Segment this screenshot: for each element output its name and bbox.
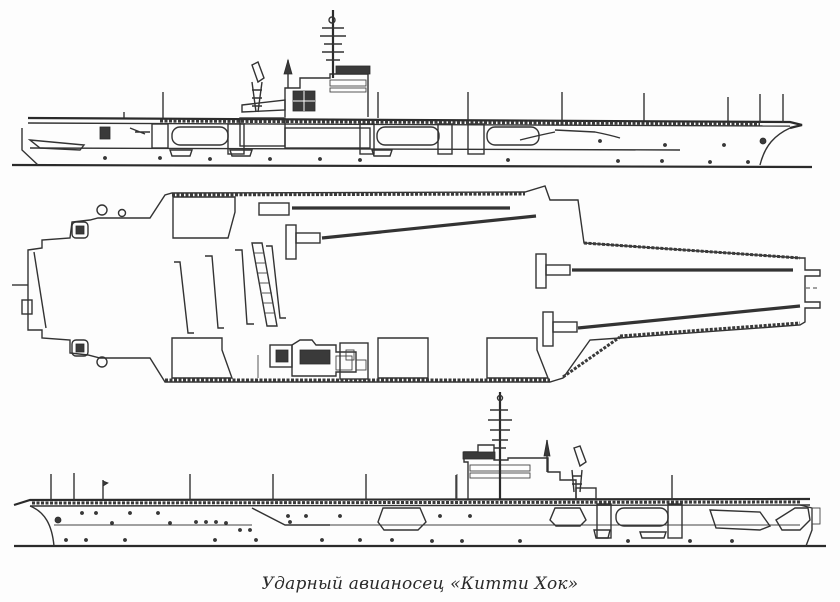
flight-deck-plan-view bbox=[12, 185, 821, 383]
port-island bbox=[456, 392, 597, 500]
island-plan bbox=[257, 339, 369, 380]
starboard-profile-view bbox=[11, 10, 813, 169]
port-profile-view bbox=[13, 392, 826, 548]
figure-caption: Ударный авианосец «Китти Хок» bbox=[261, 574, 579, 594]
